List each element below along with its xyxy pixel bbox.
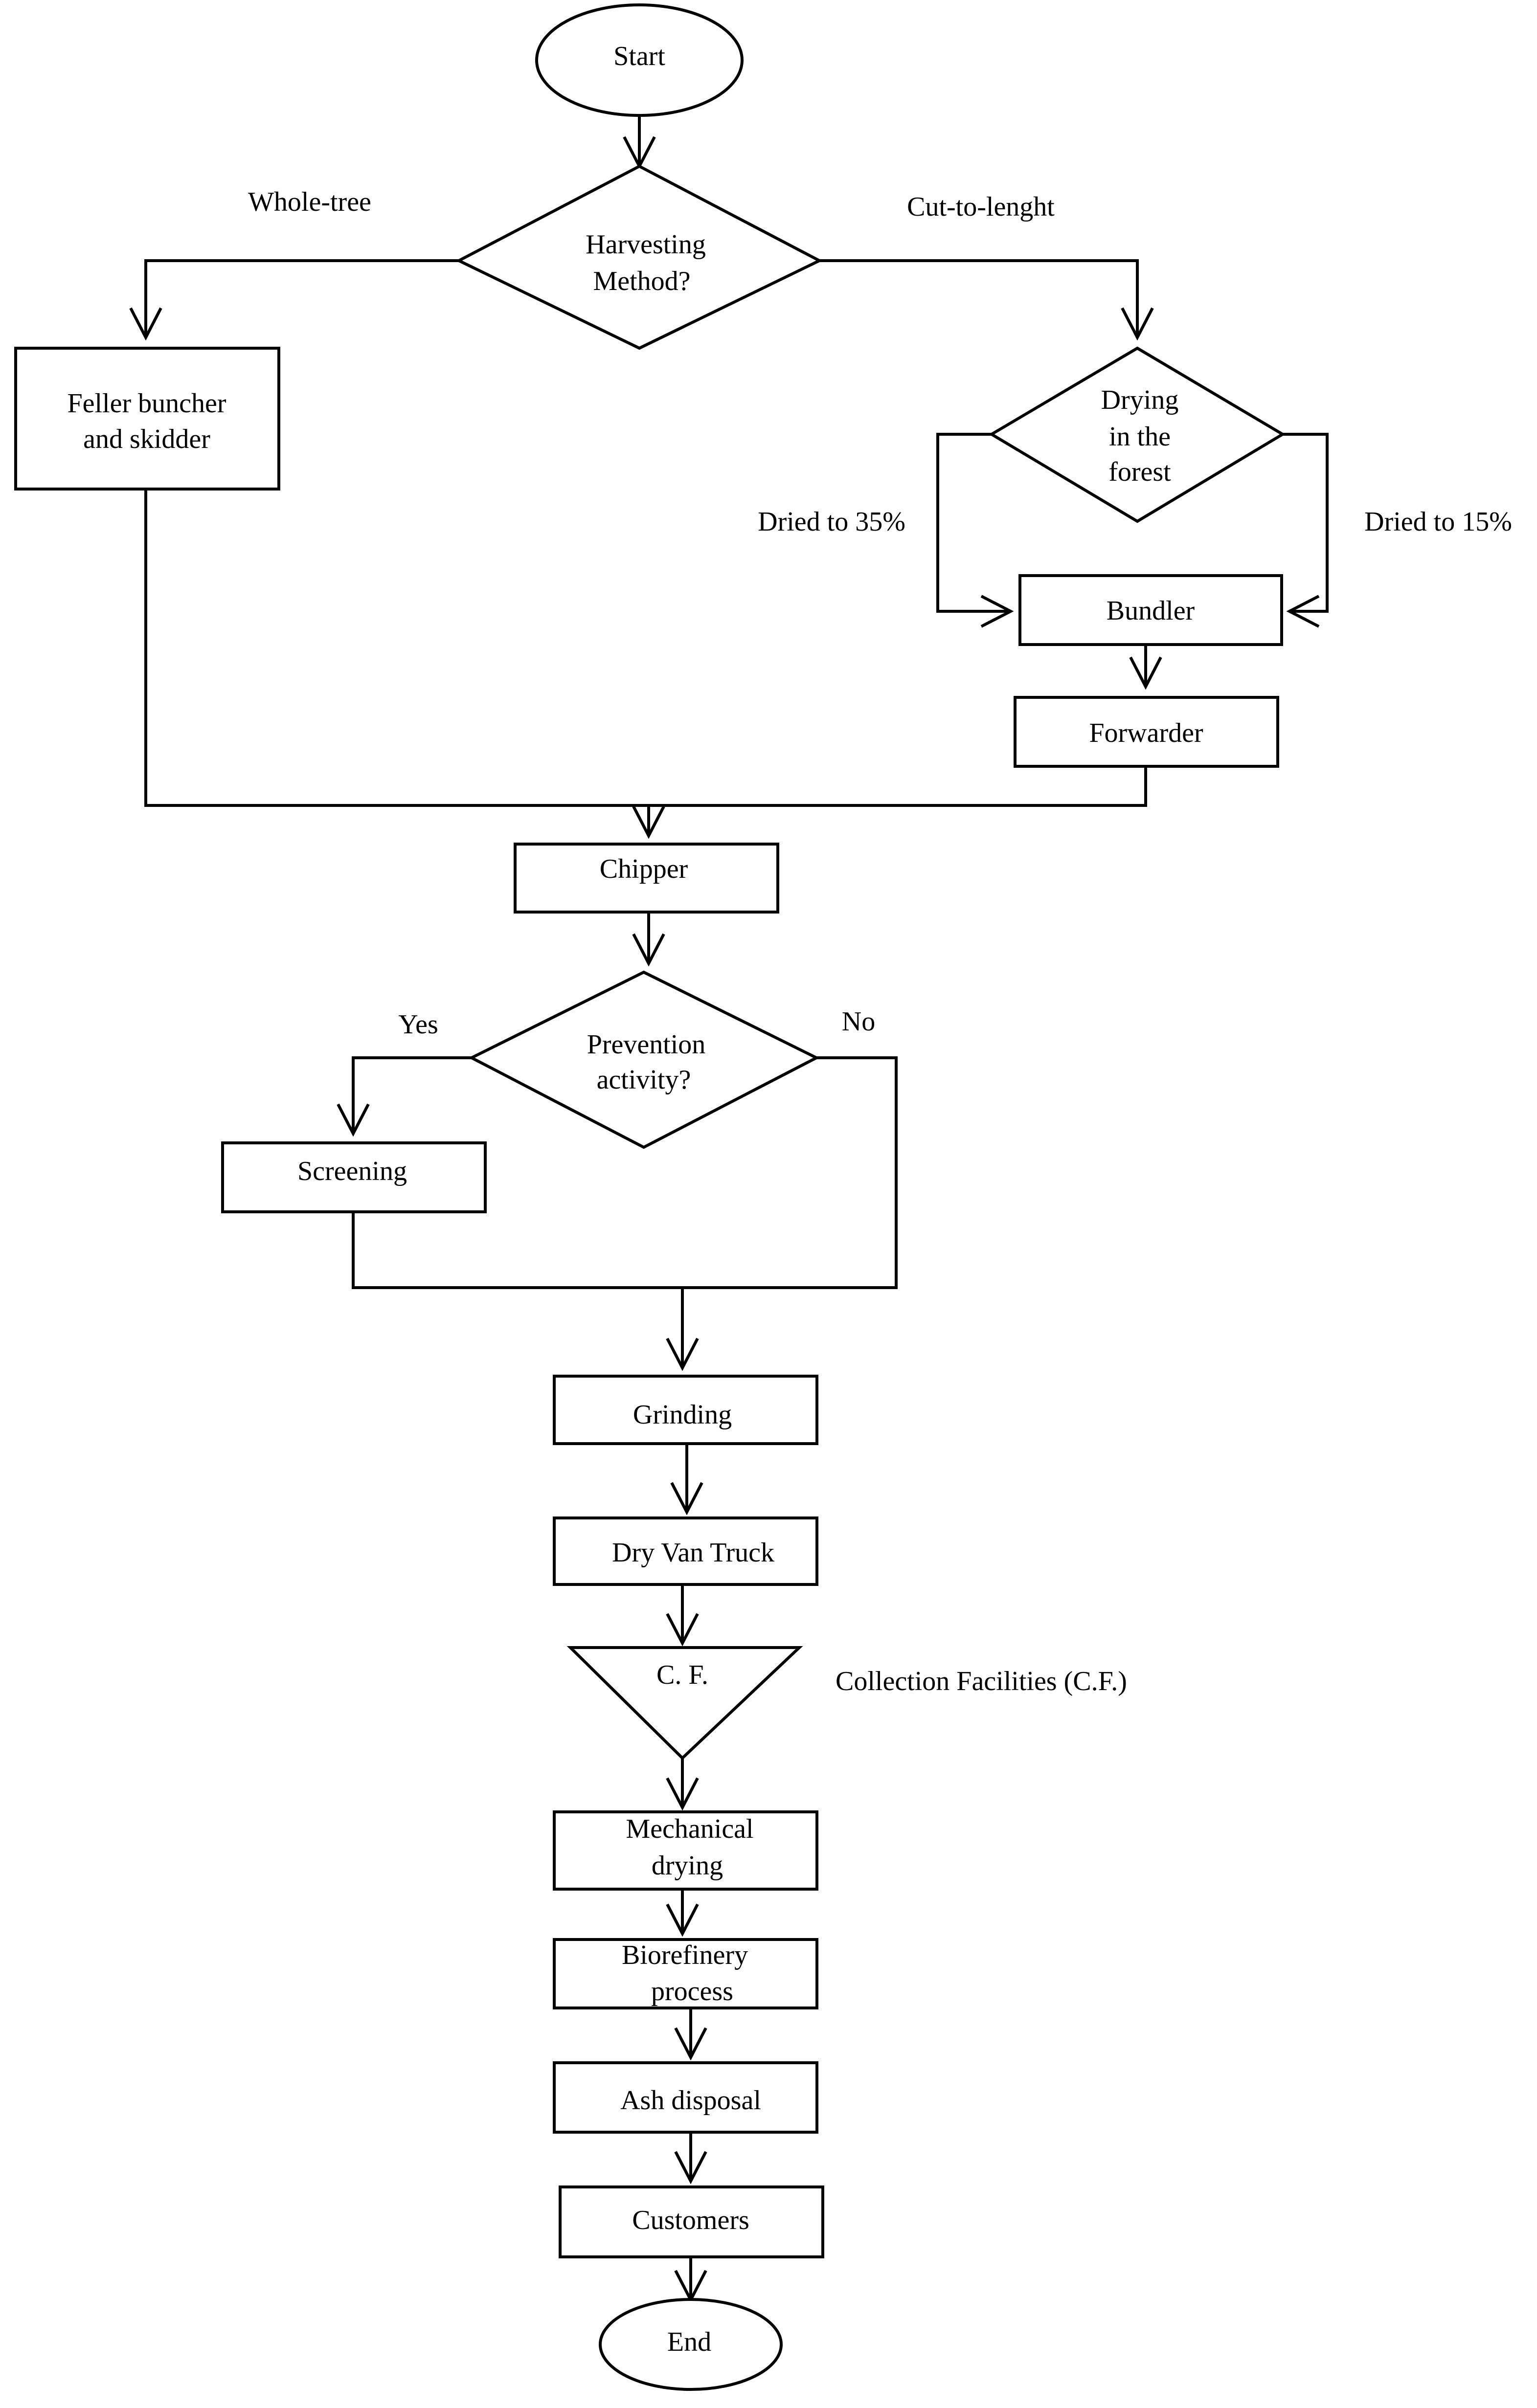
no-branch-line	[682, 1056, 898, 1289]
drying-label-line1: Drying	[1101, 385, 1179, 415]
arrowhead-drying	[1121, 307, 1154, 341]
dry-van-truck-label: Dry Van Truck	[612, 1538, 774, 1568]
prevention-label-line2: activity?	[597, 1065, 691, 1095]
feller-label-line1: Feller buncher	[68, 388, 226, 419]
end-node: End	[599, 2298, 783, 2391]
customers-label: Customers	[632, 2205, 749, 2235]
drying-label-line2: in the	[1109, 422, 1171, 452]
yes-branch-line	[352, 1056, 472, 1134]
mechanical-label-line2: drying	[652, 1851, 723, 1881]
forwarder-label: Forwarder	[1089, 718, 1203, 748]
dried-35-label: Dried to 35%	[758, 507, 905, 537]
grinding-box: Grinding	[553, 1375, 818, 1445]
arrowhead-prevention	[632, 933, 665, 967]
arrowhead-customers	[674, 2151, 707, 2185]
arrowhead-forwarder	[1129, 656, 1162, 690]
whole-tree-label: Whole-tree	[248, 187, 371, 217]
collection-facility-triangle: C. F.	[566, 1646, 803, 1761]
yes-label: Yes	[398, 1009, 438, 1040]
prevention-label-line1: Prevention	[587, 1029, 706, 1060]
feller-buncher-box: Feller buncher and skidder	[14, 347, 280, 491]
bundler-box: Bundler	[1018, 574, 1283, 646]
arrowheads	[129, 136, 1320, 2303]
mechanical-label-line1: Mechanical	[626, 1814, 753, 1844]
ash-disposal-label: Ash disposal	[620, 2085, 761, 2116]
dried-35-branch-line	[936, 433, 1011, 613]
collection-facilities-legend: Collection Facilities (C.F.)	[836, 1666, 1127, 1696]
arrowhead-cf	[666, 1613, 699, 1647]
start-node: Start	[535, 3, 744, 117]
forwarder-to-chipper-line	[647, 766, 1147, 836]
ash-disposal-box: Ash disposal	[553, 2061, 818, 2134]
arrowhead-bundler-right	[1286, 595, 1320, 628]
arrowhead-truck	[670, 1482, 703, 1516]
dry-van-truck-box: Dry Van Truck	[553, 1516, 818, 1586]
arrowhead-grinding	[666, 1338, 699, 1371]
dried-15-label: Dried to 15%	[1364, 507, 1512, 537]
screening-box: Screening	[221, 1141, 487, 1213]
grinding-label: Grinding	[633, 1400, 732, 1430]
chipper-label: Chipper	[600, 854, 688, 884]
cut-to-length-label: Cut-to-lenght	[907, 192, 1055, 222]
biorefinery-process-box: Biorefinery process	[553, 1938, 818, 2009]
harvesting-method-decision: Harvesting Method?	[455, 164, 823, 350]
harvesting-label-line2: Method?	[593, 266, 690, 296]
dried-15-branch-line	[1283, 433, 1329, 613]
feller-label-line2: and skidder	[83, 424, 210, 454]
bundler-label: Bundler	[1107, 596, 1195, 626]
drying-label-line3: forest	[1108, 457, 1171, 487]
biorefinery-label-line1: Biorefinery	[622, 1940, 748, 1970]
harvesting-label-line1: Harvesting	[586, 229, 706, 260]
no-label: No	[842, 1006, 875, 1037]
screening-label: Screening	[297, 1156, 407, 1186]
start-label: Start	[613, 41, 665, 71]
end-label: End	[667, 2327, 711, 2357]
prevention-activity-decision: Prevention activity?	[468, 970, 820, 1149]
cut-to-length-branch-line	[819, 259, 1139, 337]
arrowhead-feller	[129, 307, 162, 341]
screening-to-grinding-line	[352, 1212, 684, 1368]
chipper-box: Chipper	[514, 843, 779, 914]
arrowhead-screening	[337, 1103, 370, 1137]
connectors	[144, 115, 1329, 2300]
arrowhead-bundler-left	[980, 595, 1014, 628]
cf-label: C. F.	[656, 1660, 708, 1690]
whole-tree-branch-line	[144, 259, 459, 337]
arrowhead-ash	[674, 2027, 707, 2061]
branch-labels: Whole-tree Cut-to-lenght Dried to 35% Dr…	[248, 187, 1512, 1696]
feller-to-chipper-line	[144, 489, 649, 807]
forwarder-box: Forwarder	[1014, 696, 1279, 768]
drying-in-forest-decision: Drying in the forest	[989, 346, 1286, 523]
customers-box: Customers	[559, 2185, 824, 2258]
biorefinery-label-line2: process	[651, 1976, 733, 2007]
mechanical-drying-box: Mechanical drying	[553, 1810, 818, 1891]
arrowhead-biorefinery	[666, 1903, 699, 1937]
arrowhead-mechanical	[666, 1777, 699, 1811]
arrowhead-chipper	[632, 805, 665, 839]
